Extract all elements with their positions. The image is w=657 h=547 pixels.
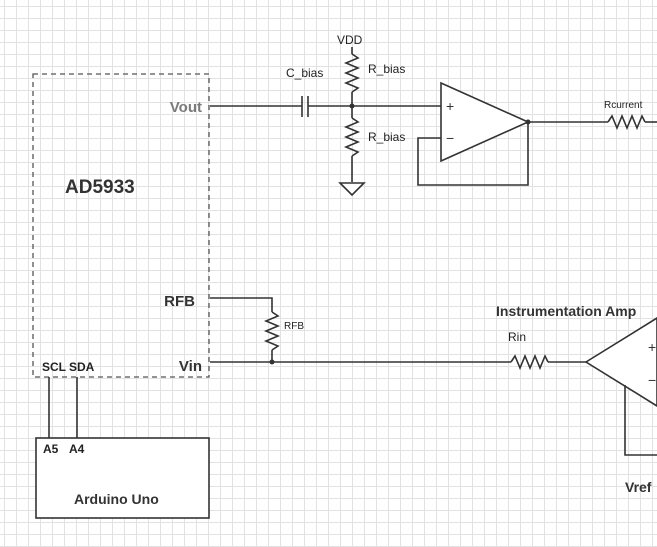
rfb-wire	[210, 297, 273, 312]
vdd-label: VDD	[337, 33, 363, 47]
inamp-minus-sign: −	[648, 372, 656, 388]
c-bias-label: C_bias	[286, 66, 323, 80]
rfb-resistor	[263, 311, 281, 362]
ground-icon	[338, 182, 366, 197]
buffer-opamp	[440, 81, 530, 163]
rin-label: Rin	[508, 330, 526, 344]
inamp-plus-sign: +	[648, 339, 656, 355]
rcurrent-resistor	[607, 113, 657, 131]
sda-pin-label: SDA	[69, 360, 95, 374]
r-bias-top-resistor	[343, 47, 361, 106]
ad5933-block	[32, 73, 210, 378]
inamp-vref-wire	[624, 385, 657, 456]
ad5933-label: AD5933	[65, 177, 135, 198]
a5-pin-label: A5	[43, 442, 59, 456]
vin-pin-label: Vin	[179, 358, 202, 375]
a4-pin-label: A4	[69, 442, 85, 456]
opamp-plus-sign: +	[446, 98, 454, 114]
r-bias-top-label: R_bias	[368, 62, 405, 76]
vin-junction	[269, 359, 275, 365]
rfb-resistor-label: RFB	[284, 321, 304, 332]
arduino-block	[35, 437, 210, 519]
rin-resistor	[510, 353, 586, 371]
c-bias-capacitor	[301, 96, 309, 117]
rfb-pin-label: RFB	[164, 293, 195, 310]
vout-pin-label: Vout	[170, 99, 202, 116]
r-bias-bottom-resistor	[343, 106, 361, 182]
opamp-feedback-wire	[417, 122, 529, 186]
scl-pin-label: SCL	[42, 360, 66, 374]
inamp-title: Instrumentation Amp	[496, 303, 636, 319]
r-bias-bottom-label: R_bias	[368, 130, 405, 144]
vref-label: Vref	[625, 479, 652, 495]
instrumentation-amp	[584, 317, 657, 407]
arduino-label: Arduino Uno	[74, 491, 159, 507]
opamp-minus-sign: −	[446, 130, 454, 146]
rcurrent-label: Rcurrent	[604, 100, 643, 111]
